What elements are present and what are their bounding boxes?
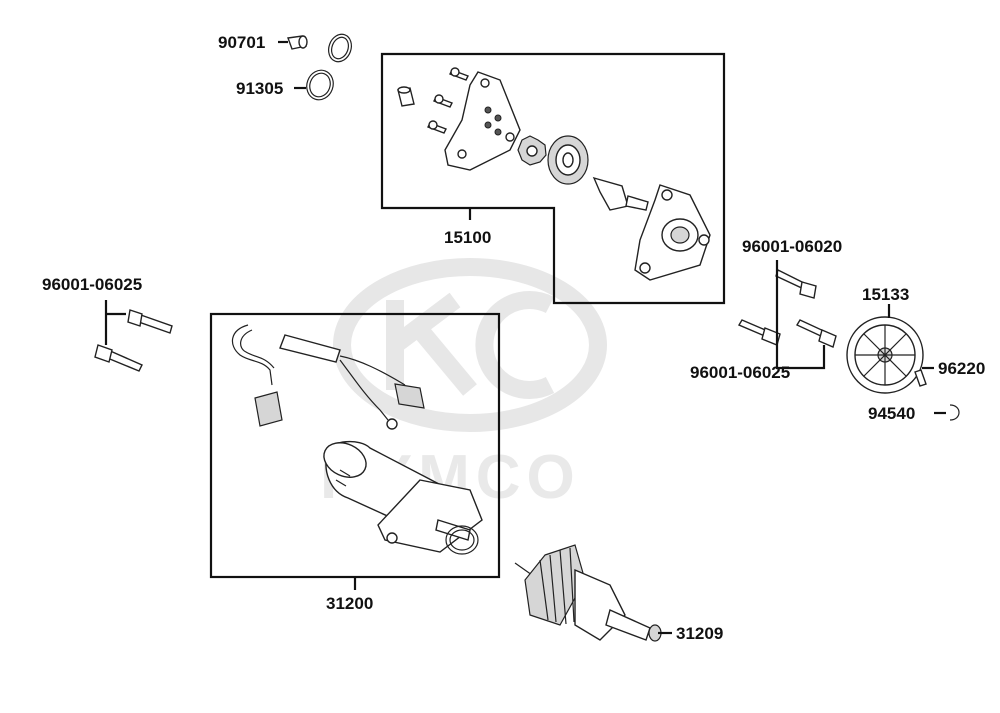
watermark-ellipse xyxy=(333,258,607,432)
label-15133: 15133 xyxy=(862,285,909,304)
label-96001-06020: 96001-06020 xyxy=(742,237,842,256)
label-31200: 31200 xyxy=(326,594,373,613)
starter-clutch-group-box xyxy=(380,52,726,305)
part-labels: 90701 91305 15100 96001-06025 31200 3120… xyxy=(42,33,985,643)
sprocket-15133 xyxy=(846,316,924,394)
bolts-right xyxy=(737,269,837,348)
starter-drive-31209 xyxy=(514,544,662,642)
label-31209: 31209 xyxy=(676,624,723,643)
pin-96220 xyxy=(914,369,927,387)
clip-94540 xyxy=(949,404,960,421)
cap-90701 xyxy=(287,35,308,50)
leader-lines xyxy=(104,40,946,635)
label-94540: 94540 xyxy=(868,404,915,423)
label-15100: 15100 xyxy=(444,228,491,247)
label-91305: 91305 xyxy=(236,79,283,98)
label-96220: 96220 xyxy=(938,359,985,378)
watermark-c-letter xyxy=(475,291,555,399)
starter-clutch-assembly xyxy=(397,67,711,281)
bolts-left-96001-06025 xyxy=(94,309,173,372)
o-ring-91305 xyxy=(306,33,352,101)
label-96001-06025-right: 96001-06025 xyxy=(690,363,790,382)
label-96001-06025-left: 96001-06025 xyxy=(42,275,142,294)
starter-motor-31200 xyxy=(231,324,483,555)
label-90701: 90701 xyxy=(218,33,265,52)
